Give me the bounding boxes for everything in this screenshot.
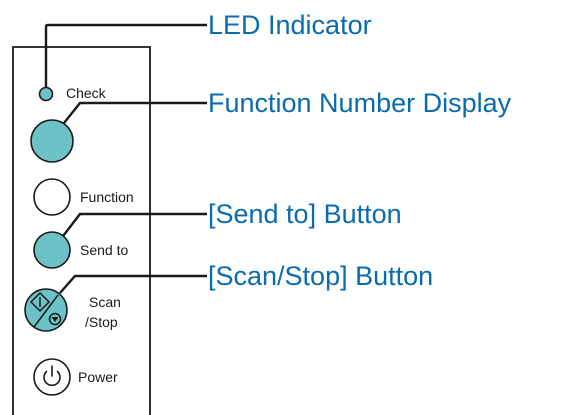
operator-panel-outline: [12, 46, 151, 415]
leader-send-to-button: [59, 212, 207, 241]
scan-label-line1: Scan: [89, 294, 121, 310]
power-label: Power: [78, 369, 118, 385]
start-stop-icon: [29, 291, 62, 328]
power-button[interactable]: [33, 358, 71, 396]
function-button[interactable]: [33, 178, 71, 216]
leader-function-number-display: [59, 101, 207, 129]
callout-send-to-button: [Send to] Button: [208, 199, 402, 229]
leader-scan-stop-button: [59, 274, 207, 294]
send-to-button[interactable]: [33, 231, 71, 269]
power-icon: [43, 365, 61, 387]
scan-stop-button[interactable]: [24, 288, 68, 332]
send-to-label: Send to: [80, 242, 128, 258]
callout-led-indicator: LED Indicator: [208, 10, 372, 40]
callout-scan-stop-button: [Scan/Stop] Button: [208, 261, 433, 291]
function-label: Function: [80, 189, 134, 205]
check-label: Check: [66, 85, 107, 101]
led-indicator: [38, 86, 54, 102]
function-number-display: [30, 119, 74, 163]
callout-function-number-display: Function Number Display: [208, 88, 512, 118]
scan-label-line2: /Stop: [85, 314, 118, 330]
leader-led-indicator: [44, 23, 207, 90]
